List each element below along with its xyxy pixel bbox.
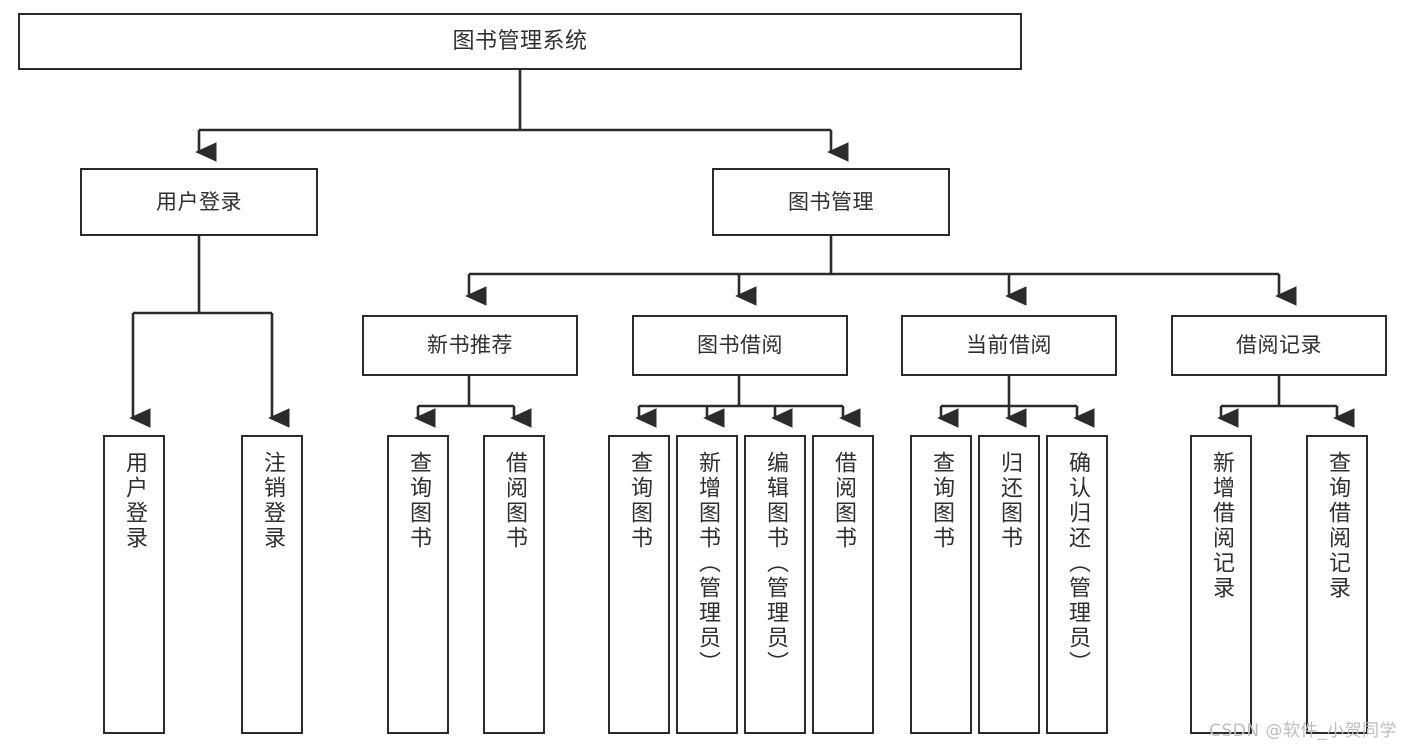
node-label: 借阅图书 — [830, 451, 856, 551]
node-borrow-record[interactable]: 借阅记录 — [1171, 315, 1387, 376]
node-label: 图书管理 — [788, 189, 874, 214]
node-label: 查询图书 — [928, 451, 954, 551]
node-book-borrow[interactable]: 图书借阅 — [632, 315, 848, 376]
node-label: 注销登录 — [259, 451, 285, 551]
leaf-confirm-return-admin[interactable]: 确认归还（管理员） — [1046, 435, 1108, 734]
leaf-user-login[interactable]: 用户登录 — [103, 435, 165, 734]
node-label: 归还图书 — [996, 451, 1022, 551]
node-label: 新增借阅记录 — [1208, 451, 1234, 601]
node-label: 当前借阅 — [966, 333, 1052, 358]
node-current-borrow[interactable]: 当前借阅 — [901, 315, 1117, 376]
leaf-query-book-recommend[interactable]: 查询图书 — [387, 435, 449, 734]
leaf-add-borrow-record[interactable]: 新增借阅记录 — [1190, 435, 1252, 734]
csdn-watermark: CSDN @软件_小贺同学 — [1209, 721, 1397, 741]
node-label: 借阅图书 — [501, 451, 527, 551]
node-label: 用户登录 — [156, 189, 242, 214]
node-label: 查询图书 — [405, 451, 431, 551]
node-label: 新书推荐 — [427, 333, 513, 358]
node-label: 图书借阅 — [697, 333, 783, 358]
leaf-return-book[interactable]: 归还图书 — [978, 435, 1040, 734]
node-label: 编辑图书（管理员） — [762, 451, 788, 676]
leaf-query-borrow-record[interactable]: 查询借阅记录 — [1306, 435, 1368, 734]
node-label: 查询借阅记录 — [1324, 451, 1350, 601]
leaf-query-book-borrow[interactable]: 查询图书 — [608, 435, 670, 734]
node-label: 查询图书 — [626, 451, 652, 551]
node-new-book-recommend[interactable]: 新书推荐 — [362, 315, 578, 376]
node-label: 新增图书（管理员） — [694, 451, 720, 676]
leaf-query-book-current[interactable]: 查询图书 — [910, 435, 972, 734]
node-label: 借阅记录 — [1236, 333, 1322, 358]
node-label: 用户登录 — [121, 451, 147, 551]
node-book-management[interactable]: 图书管理 — [712, 168, 950, 236]
leaf-user-logout[interactable]: 注销登录 — [241, 435, 303, 734]
leaf-borrow-book-recommend[interactable]: 借阅图书 — [483, 435, 545, 734]
leaf-add-book-admin[interactable]: 新增图书（管理员） — [676, 435, 738, 734]
node-user-login[interactable]: 用户登录 — [80, 168, 318, 236]
node-root-system[interactable]: 图书管理系统 — [18, 13, 1022, 70]
leaf-edit-book-admin[interactable]: 编辑图书（管理员） — [744, 435, 806, 734]
node-label: 图书管理系统 — [452, 28, 588, 54]
leaf-borrow-book[interactable]: 借阅图书 — [812, 435, 874, 734]
node-label: 确认归还（管理员） — [1064, 451, 1090, 676]
